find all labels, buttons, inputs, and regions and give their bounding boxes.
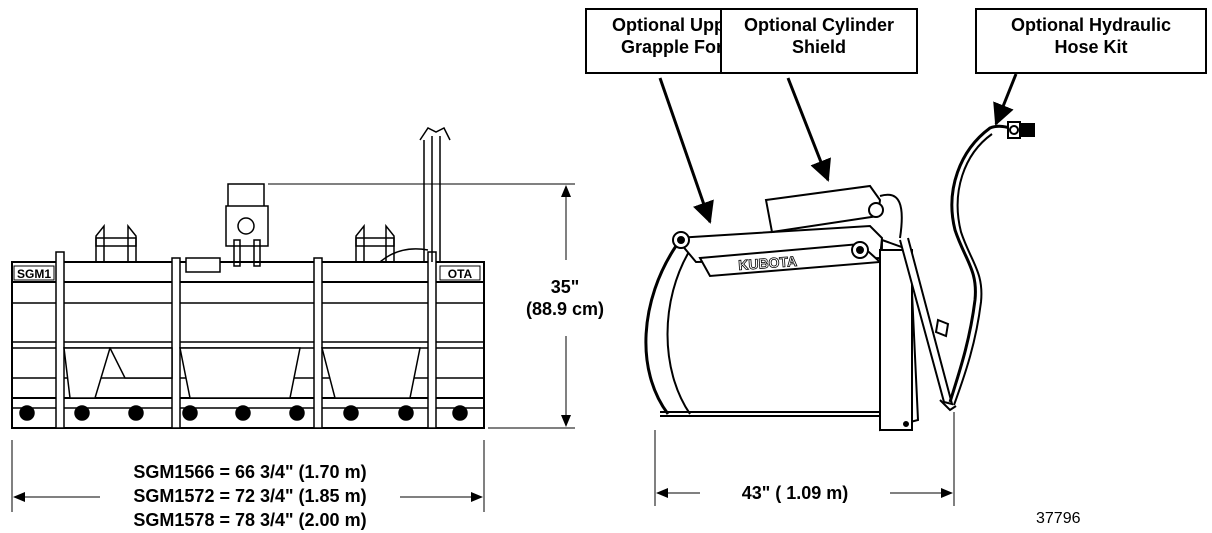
hose-kit-line2: Hose Kit <box>1054 37 1128 57</box>
hose-kit-line1: Optional Hydraulic <box>1010 15 1172 35</box>
height-dimension-text: 35" (88.9 cm) <box>510 276 620 320</box>
width-sgm1572: SGM1572 = 72 3/4" (1.85 m) <box>133 486 367 506</box>
width-sgm1566: SGM1566 = 66 3/4" (1.70 m) <box>133 462 367 482</box>
hose-kit-arrow <box>993 73 1018 126</box>
front-right-decal-text: OTA <box>448 267 473 281</box>
cylinder-shield-arrow <box>786 77 831 182</box>
upper-fork-line2: Grapple Fork <box>620 37 734 57</box>
cylinder-shield-line2: Shield <box>791 37 846 57</box>
front-left-decal-text: SGM1 <box>17 267 51 281</box>
height-cm: (88.9 cm) <box>525 299 605 319</box>
figure-number: 37796 <box>1036 510 1081 527</box>
width-sgm1578: SGM1578 = 78 3/4" (2.00 m) <box>133 510 367 530</box>
side-view <box>644 121 1035 432</box>
hose-kit-callout: Optional Hydraulic Hose Kit <box>975 8 1207 74</box>
depth-dimension <box>654 412 955 506</box>
cylinder-shield-callout: Optional Cylinder Shield <box>720 8 918 74</box>
cylinder-shield-line1: Optional Cylinder <box>743 15 894 35</box>
upper-fork-arrow <box>658 77 714 224</box>
front-view <box>11 126 485 429</box>
height-dimension <box>268 183 575 429</box>
height-inches: 35" <box>550 277 580 297</box>
depth-dimension-text: 43" ( 1.09 m) <box>702 482 888 504</box>
side-decal-text: KUBOTA <box>738 253 798 273</box>
front-left-decal <box>13 265 55 281</box>
width-dimension <box>11 440 485 512</box>
front-right-decal <box>439 265 481 281</box>
width-dimension-text: SGM1566 = 66 3/4" (1.70 m) SGM1572 = 72 … <box>102 460 398 532</box>
callout-arrows <box>658 73 1018 224</box>
upper-fork-line1: Optional Upper <box>612 15 742 35</box>
